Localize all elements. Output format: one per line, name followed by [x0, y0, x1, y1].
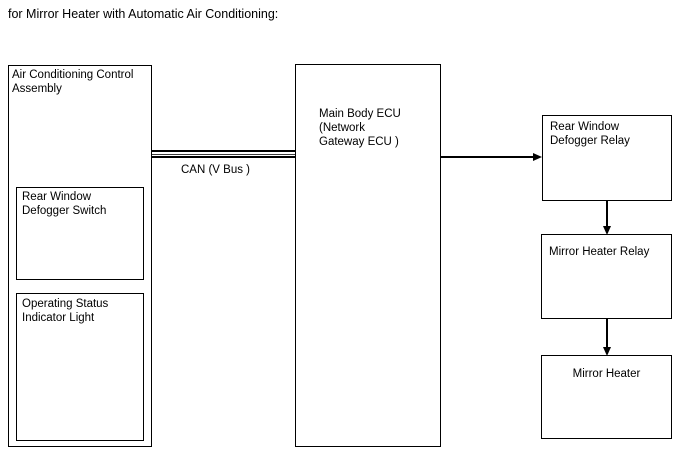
node-label-rear-window-defogger-switch: Rear Window Defogger Switch: [22, 191, 107, 217]
can-bus-line-top: [152, 150, 295, 152]
node-main-body-ecu: Main Body ECU (Network Gateway ECU ): [295, 64, 441, 447]
arrow-defogger-relay-to-heater-relay: [606, 201, 608, 227]
arrowhead-right-icon: [533, 153, 542, 161]
node-label-operating-status-indicator-light: Operating Status Indicator Light: [22, 298, 109, 324]
node-label-mirror-heater-relay: Mirror Heater Relay: [549, 246, 650, 258]
node-mirror-heater-relay: Mirror Heater Relay: [541, 234, 672, 319]
node-operating-status-indicator-light: Operating Status Indicator Light: [16, 293, 144, 441]
arrow-ecu-to-defogger-relay: [441, 156, 534, 158]
node-rear-window-defogger-switch: Rear Window Defogger Switch: [16, 187, 144, 280]
node-rear-window-defogger-relay: Rear Window Defogger Relay: [542, 115, 672, 201]
arrowhead-down-icon: [603, 226, 611, 235]
can-bus-line-middle: [152, 154, 295, 155]
can-bus-line-bottom: [152, 156, 295, 158]
arrowhead-down-icon: [603, 347, 611, 356]
can-bus-line: [152, 150, 295, 158]
node-label-main-body-ecu: Main Body ECU (Network Gateway ECU ): [319, 108, 401, 148]
diagram-title: for Mirror Heater with Automatic Air Con…: [8, 7, 279, 21]
node-label-rear-window-defogger-relay: Rear Window Defogger Relay: [550, 121, 630, 147]
node-label-air-conditioning-control-assembly: Air Conditioning Control Assembly: [12, 69, 134, 95]
node-mirror-heater: Mirror Heater: [541, 355, 672, 439]
can-bus-label: CAN (V Bus ): [181, 164, 251, 176]
arrow-heater-relay-to-mirror-heater: [606, 319, 608, 347]
node-label-mirror-heater: Mirror Heater: [572, 368, 641, 380]
